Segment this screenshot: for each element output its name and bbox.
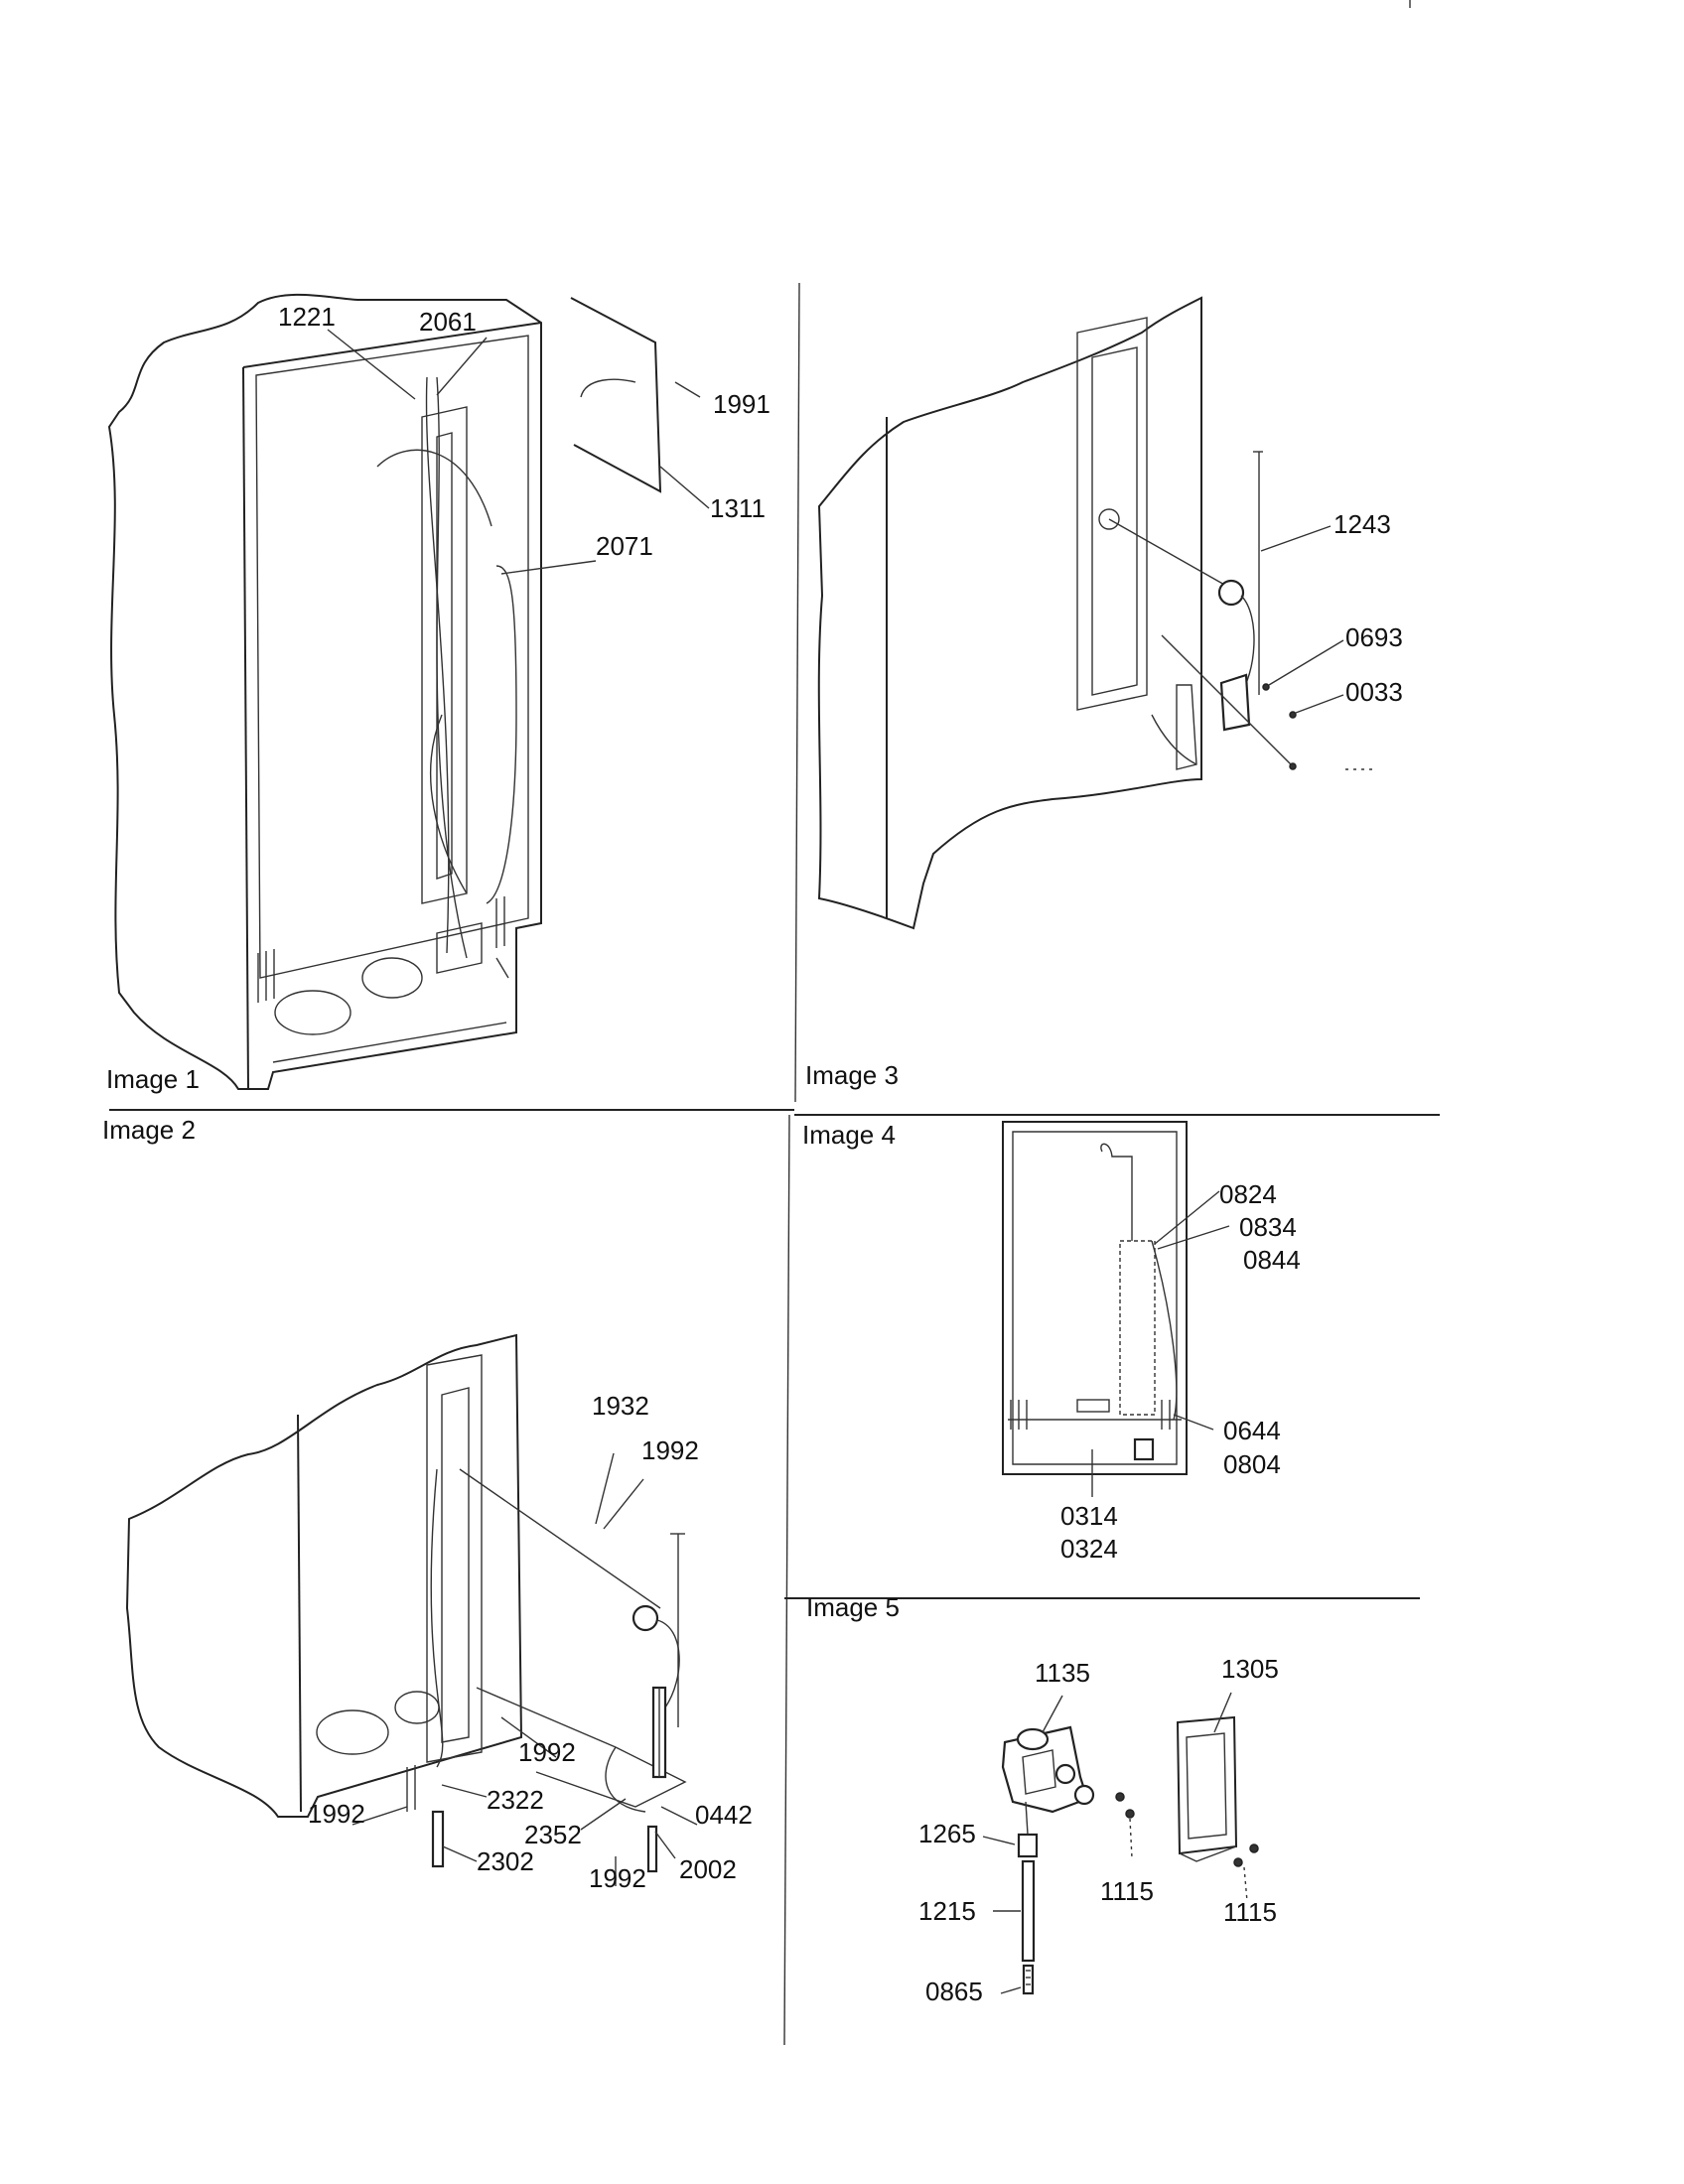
- callout-1992-a: 1992: [641, 1435, 699, 1465]
- panel-image-3: [817, 296, 1375, 930]
- panel-image-1: [107, 293, 710, 1090]
- callout-0442: 0442: [695, 1800, 753, 1830]
- callout-0314: 0314: [1060, 1501, 1118, 1531]
- labels: Image 1 Image 2 Image 3 Image 4 Image 5 …: [102, 302, 1403, 2006]
- callout-2061: 2061: [419, 307, 477, 337]
- callout-2352: 2352: [524, 1820, 582, 1849]
- callout-1221: 1221: [278, 302, 336, 332]
- panel-title-image-1: Image 1: [106, 1064, 200, 1094]
- panel-title-image-4: Image 4: [802, 1120, 896, 1150]
- callout-0824: 0824: [1219, 1179, 1277, 1209]
- callout-1243: 1243: [1333, 509, 1391, 539]
- callout-0644: 0644: [1223, 1416, 1281, 1445]
- callout-2302: 2302: [477, 1846, 534, 1876]
- callout-2071: 2071: [596, 531, 653, 561]
- callout-0804: 0804: [1223, 1449, 1281, 1479]
- callout-1305: 1305: [1221, 1654, 1279, 1684]
- callout-1991: 1991: [713, 389, 771, 419]
- callout-0693: 0693: [1345, 622, 1403, 652]
- panel-image-2: [125, 1333, 698, 1886]
- callout-0865: 0865: [925, 1977, 983, 2006]
- callout-0834: 0834: [1239, 1212, 1297, 1242]
- callout-1115-a: 1115: [1100, 1876, 1154, 1906]
- panel-title-image-5: Image 5: [806, 1592, 900, 1622]
- callout-2002: 2002: [679, 1854, 737, 1884]
- callout-1992-d: 1992: [589, 1863, 646, 1893]
- callout-0324: 0324: [1060, 1534, 1118, 1564]
- panel-title-image-3: Image 3: [805, 1060, 899, 1090]
- panel-dividers: [109, 282, 1440, 2046]
- callout-0844: 0844: [1243, 1245, 1301, 1275]
- callout-1215: 1215: [918, 1896, 976, 1926]
- panel-image-5: [982, 1692, 1259, 1995]
- panel-title-image-2: Image 2: [102, 1115, 196, 1145]
- panel-image-4: [1002, 1121, 1230, 1497]
- callout-1115-b: 1115: [1223, 1897, 1277, 1927]
- callout-2322: 2322: [487, 1785, 544, 1815]
- callout-1992-b: 1992: [518, 1737, 576, 1767]
- callout-1311: 1311: [710, 493, 766, 523]
- callout-1932: 1932: [592, 1391, 649, 1421]
- callout-0033: 0033: [1345, 677, 1403, 707]
- callout-1135: 1135: [1035, 1658, 1090, 1688]
- callout-1992-c: 1992: [308, 1799, 365, 1829]
- callout-1265: 1265: [918, 1819, 976, 1848]
